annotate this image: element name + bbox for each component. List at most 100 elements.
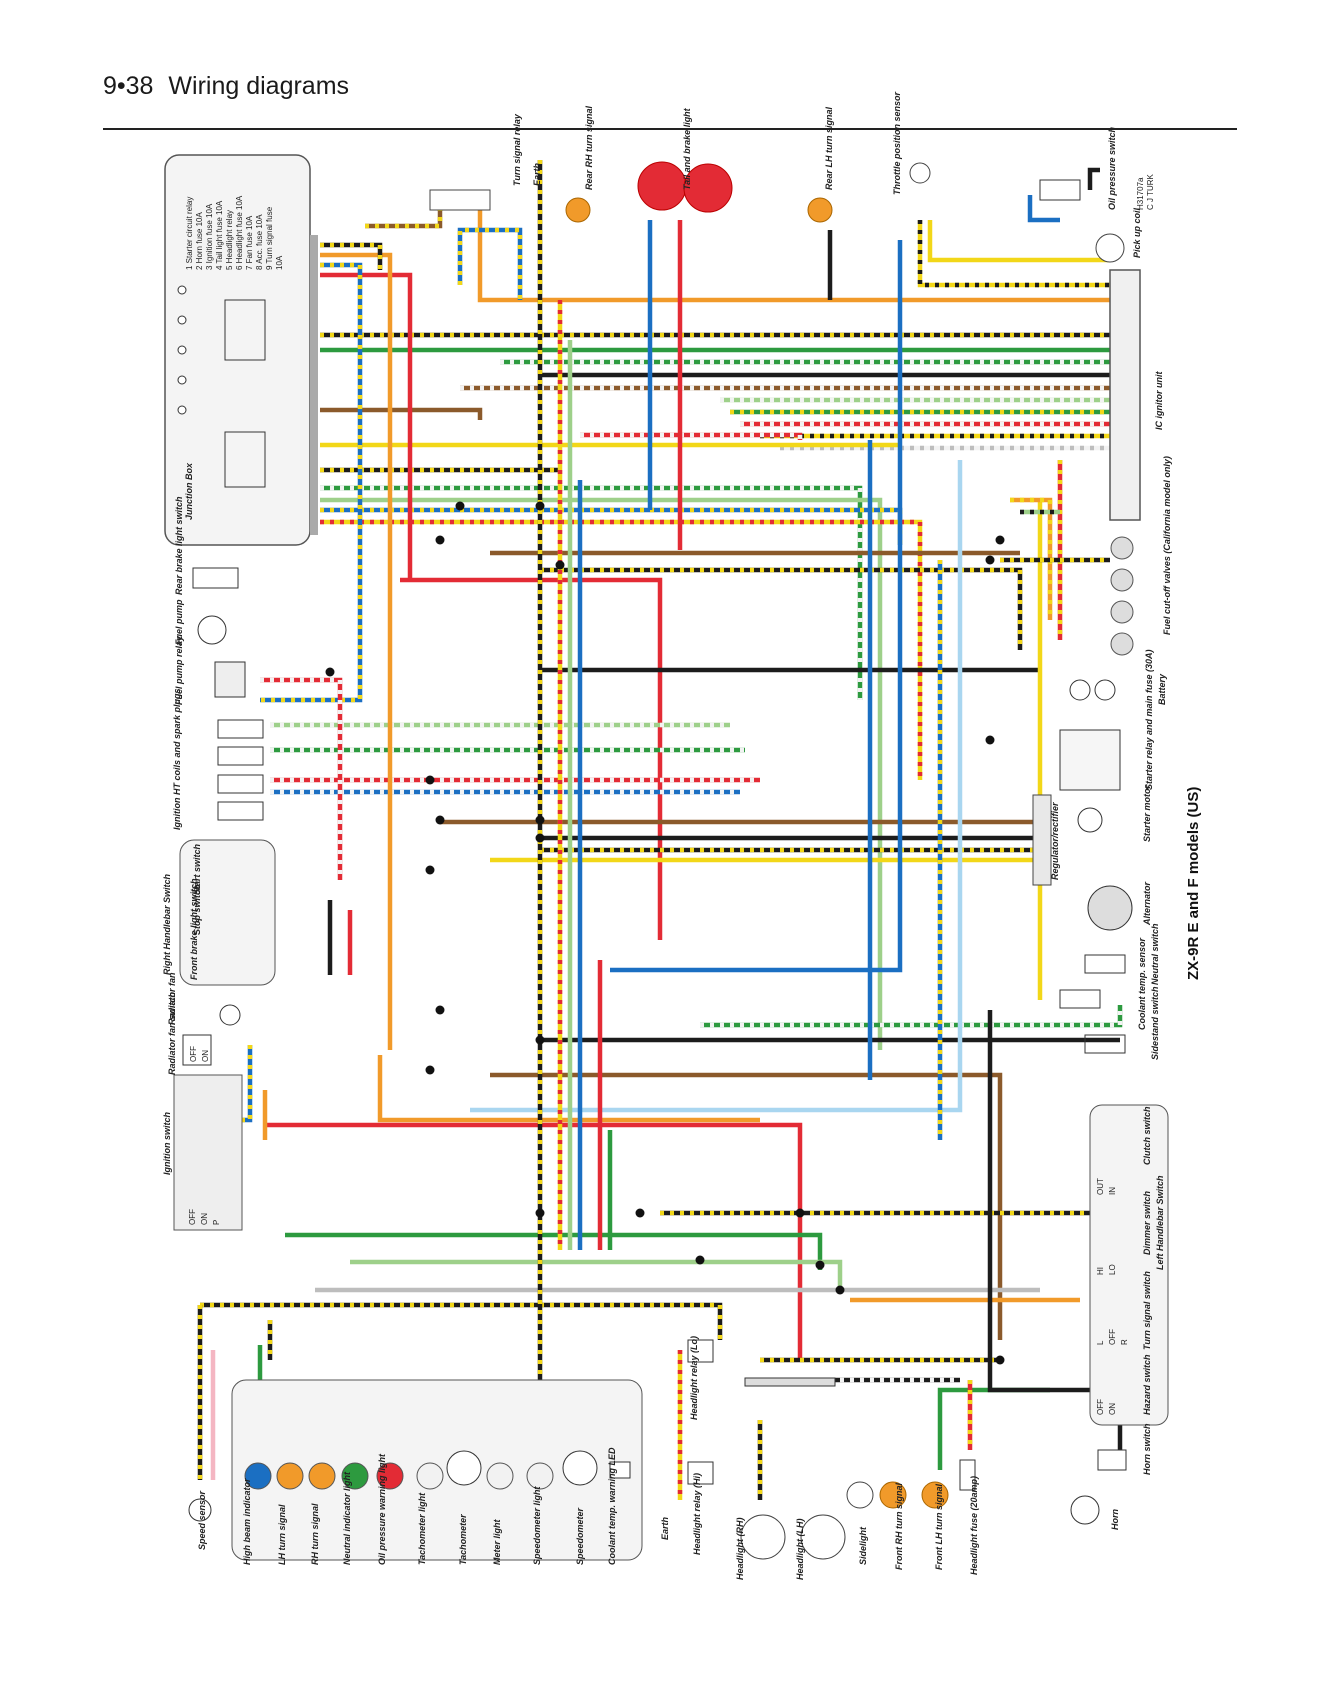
turn-position: R	[1120, 1339, 1129, 1345]
credit-line: C J TURK	[1146, 173, 1155, 210]
ignition-position: P	[212, 1220, 221, 1225]
wire-tracer	[320, 242, 383, 270]
neutral-switch-label: Neutral switch	[1150, 923, 1160, 985]
page-number: 9•38	[103, 72, 154, 100]
tachometer-label: Tachometer	[458, 1514, 468, 1565]
fuse-list-item: 3 Ignition fuse 10A	[205, 203, 214, 270]
junction-dot	[455, 501, 465, 511]
fuel-cutoff-valve-4	[1110, 536, 1134, 560]
junction-dot	[535, 1208, 545, 1218]
coolant-temp-label: Coolant temp. sensor	[1137, 937, 1147, 1030]
turn-signal-relay-label: Turn signal relay	[512, 113, 522, 186]
wire-tracer	[200, 1302, 723, 1340]
credit-line: H31707a	[1136, 177, 1145, 210]
headlight-lh	[800, 1514, 846, 1560]
junction-dot	[555, 560, 565, 570]
junction-box-title: Junction Box	[184, 462, 194, 520]
ignition-coil-3	[217, 746, 264, 766]
battery-label: Battery	[1157, 673, 1167, 705]
regulator-rectifier	[1032, 794, 1052, 886]
hazard-switch-label: Hazard switch	[1142, 1354, 1152, 1415]
turn-position: OFF	[1108, 1329, 1117, 1345]
junction-dot	[995, 1355, 1005, 1365]
rh-turn-label: RH turn signal	[310, 1503, 320, 1565]
wire-blue-yellow	[457, 227, 523, 300]
front-rh-turn-label: Front RH turn signal	[894, 1483, 904, 1570]
fuse-terminal	[177, 345, 187, 355]
junction-dot	[425, 865, 435, 875]
rear-rh-turn-lamp	[565, 197, 591, 223]
ignition-coil-1	[217, 801, 264, 821]
pick-up-coil-label: Pick up coil	[1132, 207, 1142, 258]
high-beam-bulb	[244, 1462, 272, 1490]
sidelight	[846, 1481, 874, 1509]
battery-negative	[1094, 679, 1116, 701]
wire-tracer	[365, 210, 443, 229]
front-lh-turn-label: Front LH turn signal	[934, 1484, 944, 1570]
fuel-cutoff-valve-1	[1110, 632, 1134, 656]
junction-dot	[795, 1208, 805, 1218]
meter-light-label: Meter light	[492, 1518, 502, 1565]
wire-blue-yellow	[320, 507, 903, 545]
clutch-switch-label: Clutch switch	[1142, 1106, 1152, 1165]
tachometer-light-bulb	[416, 1462, 444, 1490]
wire-layer	[197, 160, 1123, 1505]
wire-brown	[490, 1072, 1003, 1340]
headlight-relay-lo-label: Headlight relay (Lo)	[689, 1336, 699, 1420]
ignition-coil-2	[217, 774, 264, 794]
left-handlebar-switch	[1089, 1104, 1169, 1426]
fuse-list-item: 1 Starter circuit relay	[185, 197, 194, 270]
neutral-indicator-label: Neutral indicator light	[342, 1471, 352, 1565]
coolant-led	[609, 1461, 631, 1479]
sidestand-switch-label: Sidestand switch	[1150, 986, 1160, 1060]
earth-label: Earth	[532, 162, 542, 186]
junction-dot	[435, 535, 445, 545]
radiator-fan-switch-label: Radiator fan switch	[167, 991, 177, 1075]
wire-yellow-black	[917, 220, 1110, 288]
wire-green	[937, 1387, 1050, 1470]
wire-yellow	[927, 220, 1110, 263]
headlight-fuse	[959, 1459, 976, 1491]
turn-signal-relay	[429, 189, 491, 211]
fuse-list-item: 10A	[275, 255, 284, 270]
wire-lightblue	[470, 460, 963, 1113]
headlight-rh	[740, 1514, 786, 1560]
wire-red	[265, 1122, 803, 1360]
speedometer-label: Speedometer	[575, 1507, 585, 1565]
rear-lh-turn-lamp	[807, 197, 833, 223]
lh-turn-bulb	[276, 1462, 304, 1490]
radiator-position: OFF	[189, 1046, 198, 1062]
headlight-relay-hi	[687, 1461, 714, 1485]
oil-pressure-switch-label: Oil pressure switch	[1107, 126, 1117, 210]
wire-tracer	[457, 227, 523, 300]
ignition-coil-4	[217, 719, 264, 739]
junction-dot	[985, 735, 995, 745]
ic-ignitor-label: IC ignitor unit	[1154, 371, 1164, 430]
fuel-pump	[197, 615, 227, 645]
horn	[1070, 1495, 1100, 1525]
junction-dot	[325, 667, 335, 677]
headlight-lh-label: Headlight (LH)	[795, 1519, 805, 1581]
pick-up-coil	[1095, 233, 1125, 263]
junction-dot	[835, 1285, 845, 1295]
fuel-pump-label: Fuel pump	[174, 599, 184, 645]
wire-tracer	[580, 432, 803, 440]
tail-brake-lamp-2	[683, 163, 733, 213]
radiator-fan-switch	[182, 1034, 212, 1066]
ignition-switch	[173, 1074, 243, 1231]
throttle-sensor	[909, 162, 931, 184]
speedometer-gauge	[562, 1450, 598, 1486]
ignition-position: OFF	[188, 1209, 197, 1225]
tachometer-light-label: Tachometer light	[417, 1492, 427, 1565]
junction-dot	[535, 833, 545, 843]
fuel-pump-relay	[214, 661, 246, 698]
fuse-list-item: 6 Headlight fuse 10A	[235, 195, 244, 270]
wire-blue	[1027, 195, 1060, 223]
fuel-cutoff-valve-3	[1110, 568, 1134, 592]
wire-tracer	[260, 677, 343, 880]
wire-orange	[377, 1055, 760, 1123]
junction-dot	[425, 775, 435, 785]
wire-tracer	[320, 485, 863, 700]
oil-pressure-bulb	[376, 1462, 404, 1490]
fuse-terminal	[177, 285, 187, 295]
